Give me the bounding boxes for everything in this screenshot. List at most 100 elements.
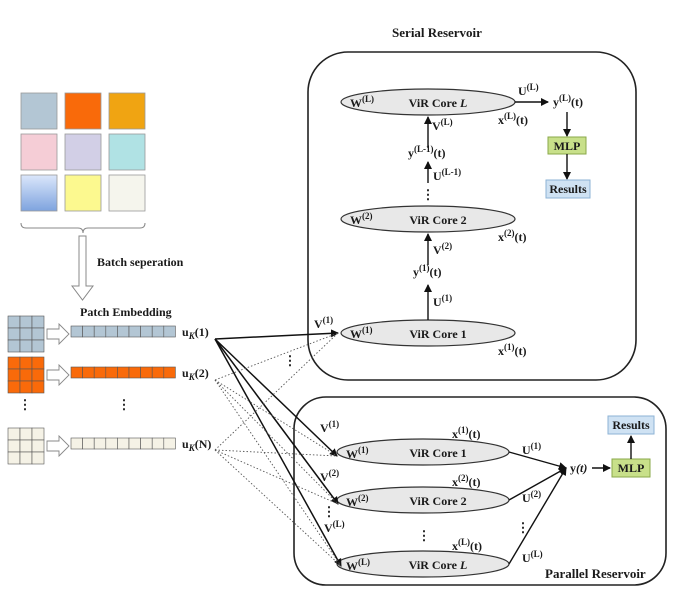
patch-embedding-label-3: uK(N) (182, 437, 211, 453)
core-name-label: ViR Core 1 (409, 446, 466, 460)
serial-results-box (545, 179, 591, 199)
patch-grid-cell (7, 427, 21, 441)
embedding-token (70, 366, 83, 379)
vdots-icon: ⋮ (19, 397, 32, 412)
embedding-token (82, 437, 95, 450)
patch-grid-cell (7, 315, 21, 329)
patch-grid-cell (7, 439, 21, 453)
image-patch-tile (108, 133, 146, 171)
u-label: U(L) (522, 549, 543, 565)
core-weight-label: W(1) (346, 445, 369, 461)
arrow-to-y (508, 451, 567, 470)
embedding-token (93, 325, 107, 338)
embedding-token (128, 366, 141, 379)
embedding-token (151, 325, 165, 338)
vdots-icon: ⋮ (517, 520, 530, 535)
patch-grid-cell (31, 327, 45, 341)
batch-separation-label: Batch seperation (97, 255, 184, 269)
dotted-connection (214, 332, 339, 451)
embedding-token (93, 366, 107, 379)
dotted-connection (214, 449, 338, 457)
embedding-token (151, 437, 165, 450)
patch-grid-cell (19, 339, 33, 353)
embedding-token (128, 325, 141, 338)
vdots-icon: ⋮ (323, 504, 336, 519)
patch-grid-cell (31, 439, 45, 453)
v-label: V(L) (324, 519, 345, 535)
serial-reservoir: W(L)ViR Core Lx(L)(t)W(2)ViR Core 2x(2)(… (340, 82, 591, 358)
core-state-label: x(2)(t) (498, 228, 527, 244)
embedding-token (151, 366, 165, 379)
embedding-token (105, 437, 118, 450)
core-name-label: ViR Core L (409, 96, 468, 110)
embedding-token (163, 437, 176, 450)
input-image-grid (20, 92, 146, 212)
embedding-token (93, 437, 107, 450)
patch-rows: uK(1) uK(2) uK(N) ⋮ ⋮ (7, 315, 211, 465)
vdots-icon: ⋮ (422, 187, 435, 202)
patch-grid-cell (7, 327, 21, 341)
embedding-token (105, 325, 118, 338)
u-label: U(L) (518, 82, 539, 98)
patch-grid-cell (31, 356, 45, 370)
serial-reservoir-box (307, 51, 637, 381)
parallel-reservoir: W(1) ViR Core 1 x(1)(t) U(1) W(2) ViR Core 2 x… (320, 415, 655, 578)
patch-embedding-label-1: uK(1) (182, 325, 209, 341)
patch-grid-cell (31, 315, 45, 329)
core-state-label: x(1)(t) (498, 342, 527, 358)
patch-to-core-connections: V(1)⋮ (214, 315, 342, 567)
v-label: V(L) (432, 117, 453, 133)
patch-grid-cell (19, 356, 33, 370)
vdots-icon: ⋮ (284, 353, 297, 368)
solid-connection (214, 338, 342, 567)
batch-separation-arrow-icon (71, 235, 94, 301)
vdots-icon: ⋮ (418, 528, 431, 543)
embedding-token (140, 366, 153, 379)
core-weight-label: W(2) (346, 493, 369, 509)
core-weight-label: W(L) (350, 94, 374, 110)
embedding-token (140, 437, 153, 450)
vdots-icon: ⋮ (118, 397, 131, 412)
patch-grid-cell (19, 315, 33, 329)
embedding-token (82, 366, 95, 379)
patch-grid-cell (19, 327, 33, 341)
serial-results-label: Results (549, 182, 587, 196)
parallel-mlp-label: MLP (618, 461, 645, 475)
core-state-label: x(1)(t) (452, 425, 481, 441)
patch-grid-cell (31, 368, 45, 382)
embedding-token (128, 437, 141, 450)
solid-connection (214, 329, 339, 340)
image-patch-tile (20, 174, 58, 212)
core-weight-label: W(1) (350, 325, 373, 341)
v-label: V(2) (433, 241, 452, 257)
patch-grid-cell (31, 339, 45, 353)
core-weight-label: W(2) (350, 211, 373, 227)
patch-embedding-label-2: uK(2) (182, 366, 209, 382)
embed-arrow-icon (46, 322, 70, 346)
serial-reservoir-title: Serial Reservoir (392, 25, 482, 40)
image-patch-tile (108, 92, 146, 130)
patch-grid-cell (31, 427, 45, 441)
core-state-label: x(L)(t) (498, 111, 528, 127)
core-name-label: ViR Core 2 (409, 494, 466, 508)
patch-grid-cell (7, 368, 21, 382)
dotted-connection (214, 379, 338, 457)
u-label: U(1) (522, 441, 541, 457)
patch-grid-cell (7, 356, 21, 370)
image-patch-tile (64, 174, 102, 212)
core-state-label: x(2)(t) (452, 473, 481, 489)
core-name-label: ViR Core 1 (409, 327, 466, 341)
embedding-token (140, 325, 153, 338)
serial-core-2 (340, 205, 516, 233)
image-patch-tile (64, 133, 102, 171)
patch-embedding-label: Patch Embedding (80, 305, 172, 319)
embedding-token (117, 325, 130, 338)
parallel-reservoir-box (293, 396, 667, 586)
dotted-connection (214, 379, 339, 505)
patch-grid-cell (19, 427, 33, 441)
embedding-token (117, 366, 130, 379)
core-weight-label: W(L) (346, 557, 370, 573)
v-label: V(2) (320, 468, 339, 484)
embedding-token (70, 437, 83, 450)
